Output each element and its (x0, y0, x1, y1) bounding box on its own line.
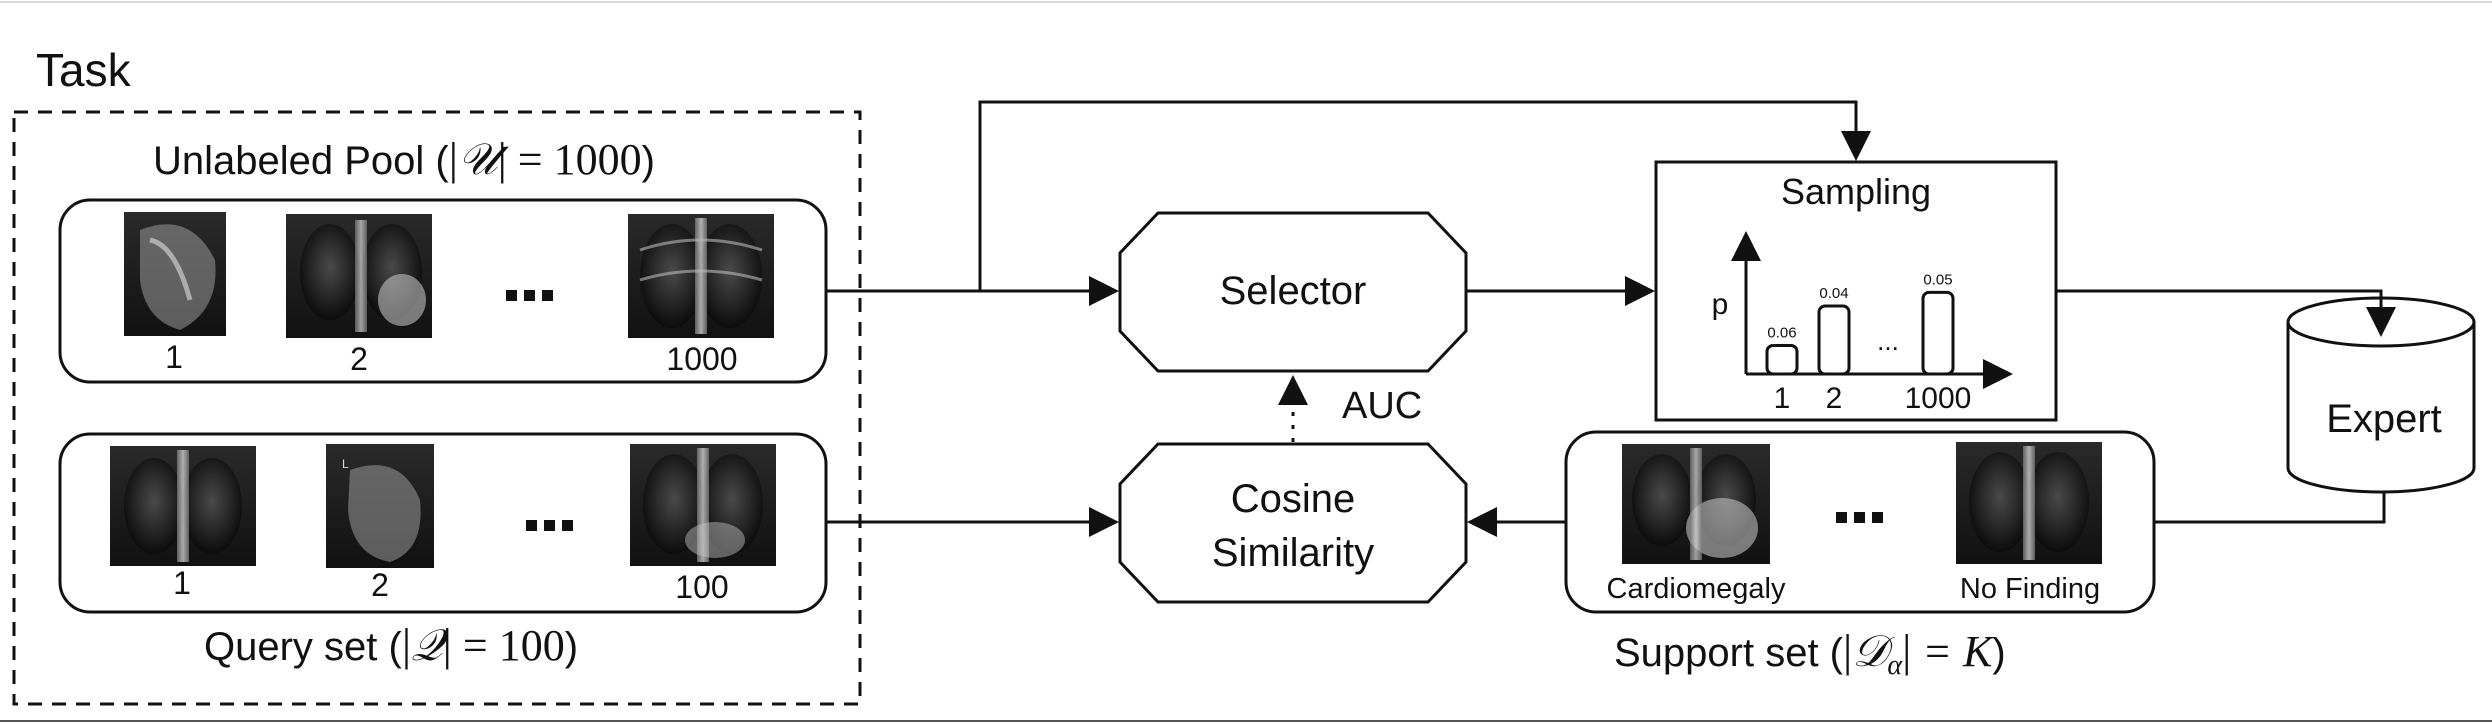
query-set-label: Query set (|𝒬| = 100) (204, 619, 578, 671)
auc-label: AUC (1342, 385, 1422, 427)
sampling-bar-value-label: 0.04 (1819, 285, 1848, 302)
cosine-similarity-line2: Similarity (1212, 531, 1374, 575)
support-label-no-finding: No Finding (1960, 573, 2100, 605)
cosine-similarity-box (1118, 442, 1468, 604)
pool-xray-1 (124, 212, 226, 336)
sampling-category-label: 1 (1774, 382, 1791, 415)
query-image-label-1: 1 (173, 565, 191, 601)
task-dashed-box (12, 110, 862, 706)
arrow-sampling-to-expert (2056, 289, 2396, 337)
selector-label: Selector (1220, 269, 1367, 313)
sampling-bar-chart: p ... 0.06 1 0.04 2 0.05 1000 (1712, 231, 2013, 415)
selector-box (1118, 211, 1468, 373)
query-xray-100 (630, 444, 776, 566)
sampling-category-label: 2 (1826, 382, 1843, 415)
support-xray-no-finding (1956, 442, 2102, 564)
sampling-bar-1 (1765, 343, 1799, 376)
expert-label: Expert (2326, 397, 2442, 441)
query-xray-1 (110, 446, 256, 566)
sampling-bar-value-label: 0.06 (1767, 324, 1796, 341)
connectors (826, 100, 2396, 537)
pool-image-label-2: 2 (350, 341, 368, 377)
support-label-cardiomegaly: Cardiomegaly (1607, 573, 1786, 605)
svg-text:L: L (342, 457, 349, 471)
line-expert-to-support (2154, 492, 2386, 524)
support-set-label: Support set (|𝒟α| = K) (1614, 625, 2006, 681)
support-ellipsis-dots (1836, 512, 1883, 523)
sampling-bar-2 (1817, 304, 1851, 376)
sampling-category-label: 1000 (1905, 382, 1972, 415)
arrow-pool-to-sampling (978, 100, 1871, 291)
sampling-y-axis-label: p (1712, 288, 1729, 321)
pool-image-label-1000: 1000 (666, 341, 737, 377)
unlabeled-pool-label: Unlabeled Pool (|𝒰| = 1000) (153, 133, 655, 185)
sampling-ellipsis: ... (1877, 326, 1899, 356)
query-xray-2: L (326, 444, 434, 568)
pool-xray-1000 (628, 214, 774, 338)
sampling-bar-value-label: 0.05 (1923, 271, 1952, 288)
query-image-label-2: 2 (371, 567, 389, 603)
pool-image-label-1: 1 (165, 339, 183, 375)
pool-xray-2 (286, 214, 432, 338)
task-title: Task (36, 44, 132, 96)
sampling-title: Sampling (1781, 171, 1931, 212)
query-ellipsis-dots (526, 520, 573, 531)
sampling-bar-1000 (1921, 290, 1955, 376)
expert-cylinder (2286, 296, 2476, 494)
query-image-label-100: 100 (675, 569, 728, 605)
pool-ellipsis-dots (506, 290, 553, 301)
support-xray-cardiomegaly (1622, 444, 1770, 564)
cosine-similarity-line1: Cosine (1231, 477, 1356, 521)
